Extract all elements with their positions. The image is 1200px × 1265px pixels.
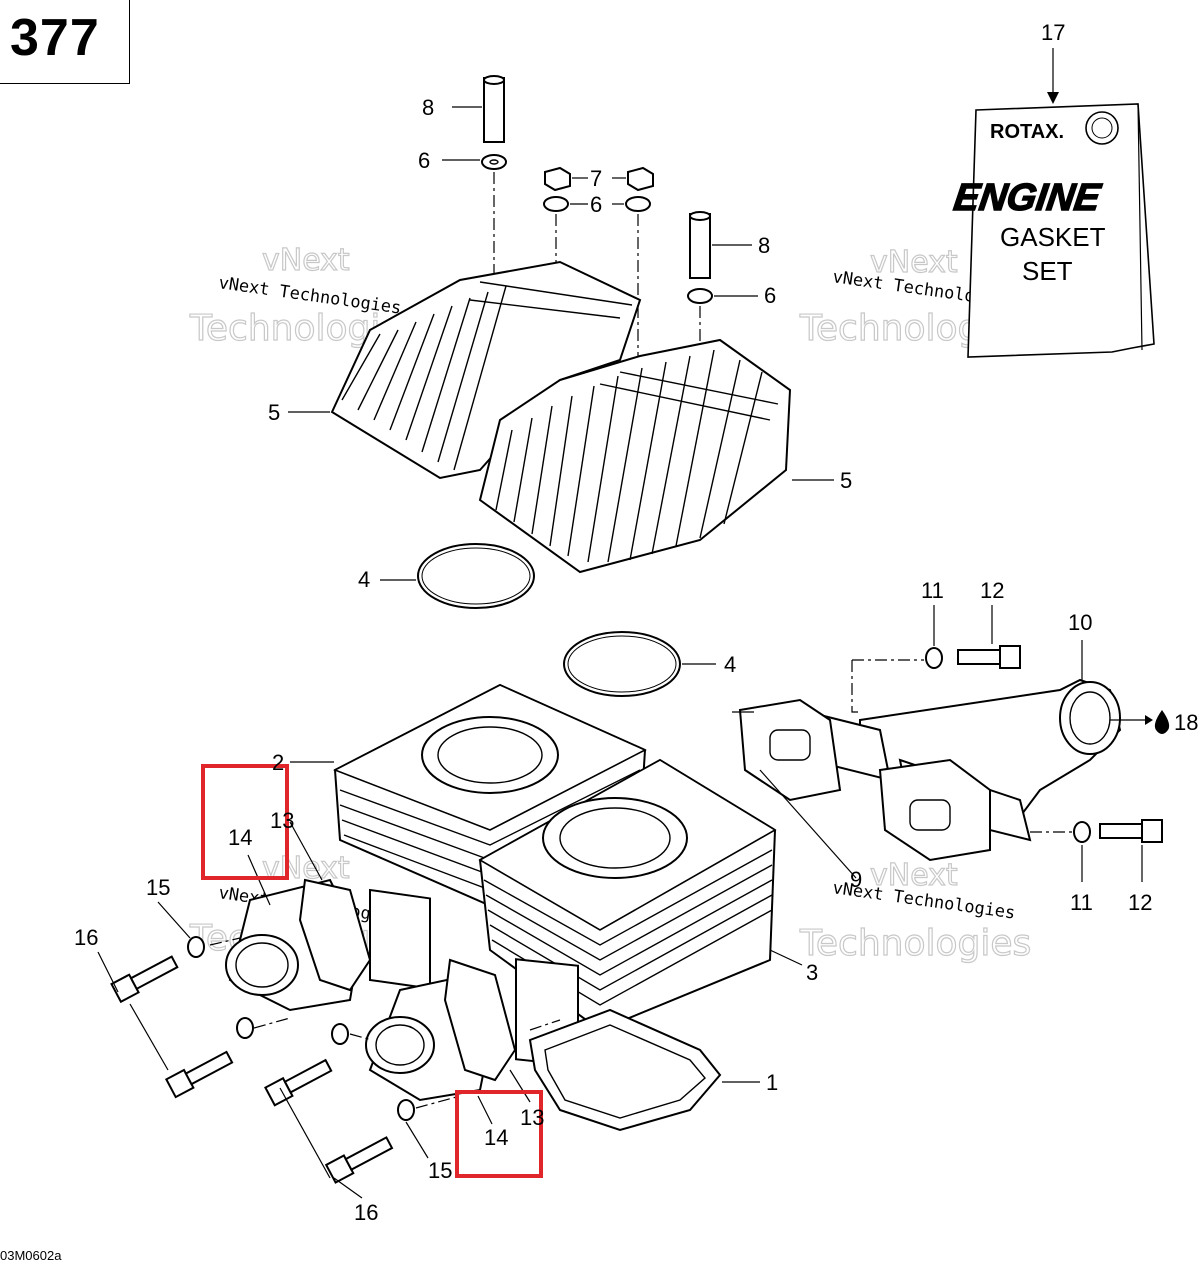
callout-label: 18 [1174,710,1198,735]
callout-label: 8 [758,233,770,258]
callout-label: 4 [724,652,736,677]
washer-part [925,647,943,669]
nut-part [627,166,654,192]
bolt-part [110,955,179,1004]
watermark-top-left: vNext Technologies vNext Technologies [188,242,421,349]
callout-label: 12 [980,578,1004,603]
watermark-text: Technologies [799,923,1031,964]
stud-nut-part [483,77,505,143]
callout-label: 15 [146,875,170,900]
callout-label: 1 [766,1070,778,1095]
highlight-box-14-lower [455,1090,543,1178]
base-gasket-part [528,1008,722,1132]
intake-gasket-upper [298,878,372,992]
cylinder-head-rear [330,260,642,480]
rotax-logo-text: ROTAX. [990,121,1064,143]
callout-label: 8 [422,95,434,120]
callout-label: 3 [806,960,818,985]
nut-part [544,166,571,192]
watermark-bottom-right: vNext Technologies vNext Technologies [798,857,1031,964]
cylinder-head-front [478,338,792,574]
bolt-part [324,1136,394,1184]
callout-label: 2 [272,750,284,775]
drawing-code: 03M0602a [0,1248,62,1263]
page-number: 377 [10,9,100,67]
highlight-box-14-upper [201,764,289,880]
page-number-box: 377 [0,0,130,84]
callout-label: 7 [590,166,602,191]
callout-label: 13 [520,1105,544,1130]
callout-label: 11 [921,578,944,603]
callout-label: 6 [418,148,430,173]
bolt-part [957,645,1021,669]
callout-label: 4 [358,567,370,592]
callout-label: 5 [840,468,852,493]
washer-part [543,196,569,212]
callout-label: 5 [268,400,280,425]
rotax-emblem-icon [1085,111,1119,145]
washer-part [1073,821,1091,843]
bolt-part [264,1058,333,1107]
callout-label: 10 [1068,610,1092,635]
bolt-part [1099,819,1163,843]
o-ring-part [563,631,681,697]
bolt-part [164,1050,234,1099]
package-title: ENGINE [951,176,1104,219]
callout-label: 14 [228,825,252,850]
callout-label: 13 [270,808,294,833]
callout-label: 11 [1070,890,1093,915]
washer-part [687,288,713,304]
washer-part [187,936,205,958]
callout-label: 17 [1041,20,1065,45]
callout-label: 9 [850,867,862,892]
o-ring-part [417,543,535,609]
watermark-text: vNext [870,858,958,893]
callout-label: 14 [484,1125,508,1150]
washer-part [625,196,651,212]
intake-gasket-lower [443,958,517,1082]
drop-icon [1154,710,1170,734]
watermark-text: vNext [870,245,958,280]
washer-part [397,1099,415,1121]
callout-label: 16 [354,1200,378,1225]
washer-part [331,1023,349,1045]
callout-label: 15 [428,1158,452,1183]
package-subtitle: SET [1022,256,1073,286]
callout-label: 16 [74,925,98,950]
watermark-text: vNext [262,243,350,278]
gasket-set-package: ROTAX. ENGINE GASKET SET [951,48,1155,358]
stud-nut-part [689,213,711,279]
washer-part [236,1017,254,1039]
washer-part [481,154,507,170]
callout-label: 6 [590,192,602,217]
callout-label: 6 [764,283,776,308]
callout-label: 12 [1128,890,1152,915]
package-subtitle: GASKET [1000,222,1106,252]
